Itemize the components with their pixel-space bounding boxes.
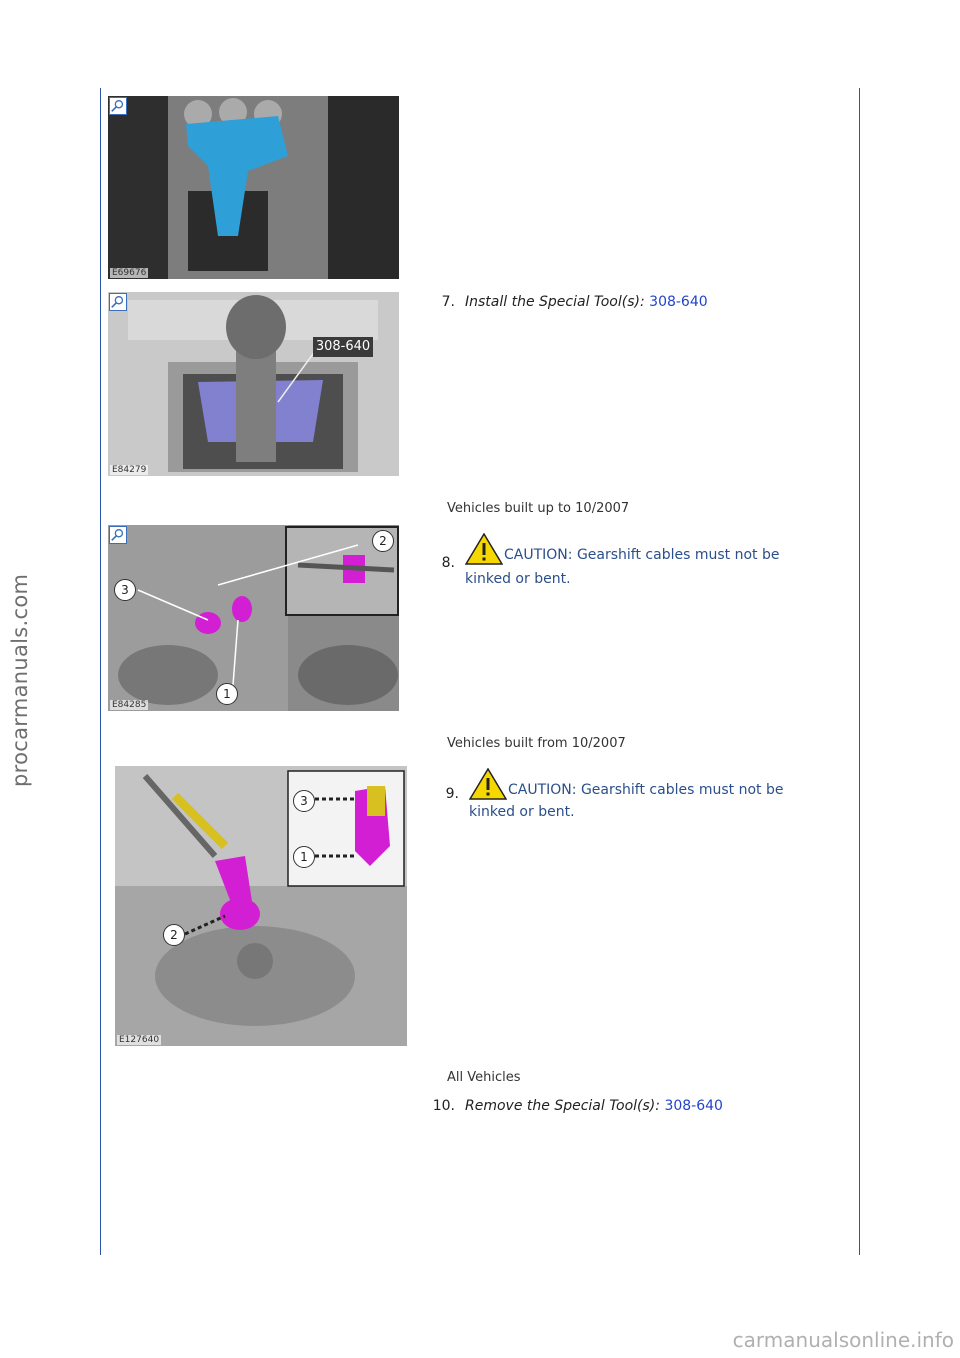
vehicle-note: All Vehicles (447, 1070, 521, 1085)
figure-e84285: 1 2 3 E84285 (108, 525, 399, 711)
figure-illustration (108, 292, 399, 476)
zoom-icon[interactable] (109, 293, 127, 311)
figure-e84279: 308-640 E84279 (108, 292, 399, 476)
callout-2: 2 (163, 924, 185, 946)
figure-e127640: 3 1 2 E127640 (115, 766, 407, 1046)
figure-e69676: E69676 (108, 96, 399, 279)
figure-illustration (108, 525, 399, 711)
callout-3: 3 (293, 790, 315, 812)
figure-label: E127640 (117, 1035, 162, 1045)
warning-icon (464, 532, 504, 565)
callout-3: 3 (114, 579, 136, 601)
figure-label: E84285 (110, 700, 149, 710)
bottom-watermark: carmanualsonline.info (732, 1328, 954, 1352)
caution-text: CAUTION: Gearshift cables must not be (508, 782, 784, 798)
caution-text: CAUTION: Gearshift cables must not be (504, 547, 780, 563)
step-text: Remove the Special Tool(s): (465, 1098, 660, 1114)
step-text: Install the Special Tool(s): (465, 294, 645, 310)
left-margin-rule (100, 88, 101, 1255)
step-number: 9. (445, 786, 459, 802)
tool-link[interactable]: 308-640 (664, 1098, 723, 1114)
tool-link[interactable]: 308-640 (649, 294, 708, 310)
figure-label: E84279 (110, 465, 149, 475)
caution-text-continued: kinked or bent. (469, 804, 575, 820)
figure-callout: 308-640 (313, 337, 373, 357)
side-watermark: procarmanuals.com (8, 573, 32, 787)
step-number: 8. (441, 555, 455, 571)
callout-1: 1 (293, 846, 315, 868)
warning-icon (468, 767, 508, 800)
figure-label: E69676 (110, 268, 149, 278)
figure-illustration (115, 766, 407, 1046)
vehicle-note: Vehicles built from 10/2007 (447, 736, 626, 751)
callout-1: 1 (216, 683, 238, 705)
step-number: 7. (441, 294, 455, 310)
right-margin-rule (859, 88, 860, 1255)
zoom-icon[interactable] (109, 526, 127, 544)
vehicle-note: Vehicles built up to 10/2007 (447, 501, 630, 516)
figure-illustration (108, 96, 399, 279)
step-number: 10. (432, 1098, 455, 1114)
caution-text-continued: kinked or bent. (465, 571, 571, 587)
callout-2: 2 (372, 530, 394, 552)
zoom-icon[interactable] (109, 97, 127, 115)
